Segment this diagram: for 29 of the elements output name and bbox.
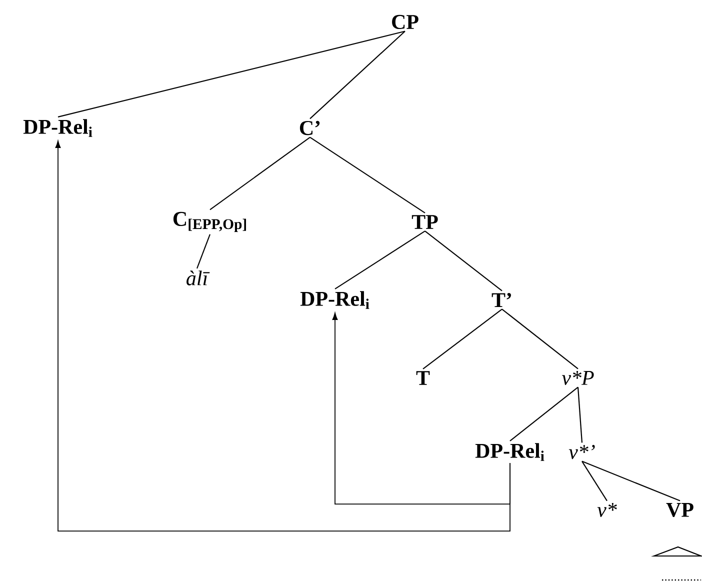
branch-line	[577, 387, 583, 443]
tree-label: C$_{[EPP,Op]}$	[173, 212, 246, 232]
tree-label: DP-Rel$_{i}$	[475, 443, 544, 461]
branch-line	[210, 136, 310, 210]
tree-label: v*P	[562, 371, 594, 385]
branch-line	[502, 308, 578, 370]
branch-line	[510, 386, 578, 442]
tree-label: àlī	[186, 270, 210, 286]
tree-label: CP	[392, 14, 418, 30]
tree-label: T’	[492, 293, 511, 307]
tree-label: T	[416, 371, 430, 385]
branch-line	[196, 234, 211, 269]
tree-label: VP	[666, 502, 694, 518]
branch-line	[582, 460, 608, 502]
tree-label: DP-Rel$_{i}$	[300, 291, 370, 309]
branch-line	[422, 308, 502, 370]
branch-line	[424, 230, 502, 292]
branch-line	[58, 30, 406, 118]
tree-label: TP	[412, 215, 438, 229]
movement-arrow	[332, 312, 510, 504]
tree-label: DP-Rel$_{i}$	[23, 119, 92, 137]
branch-line	[582, 460, 680, 502]
tree-label: v*’	[568, 444, 595, 460]
branch-line	[334, 230, 426, 290]
movement-arrow	[55, 140, 510, 532]
branch-line	[310, 136, 426, 214]
branch-line	[310, 30, 406, 120]
tree-label: C’	[300, 120, 320, 136]
tree-label: v*	[597, 503, 617, 517]
